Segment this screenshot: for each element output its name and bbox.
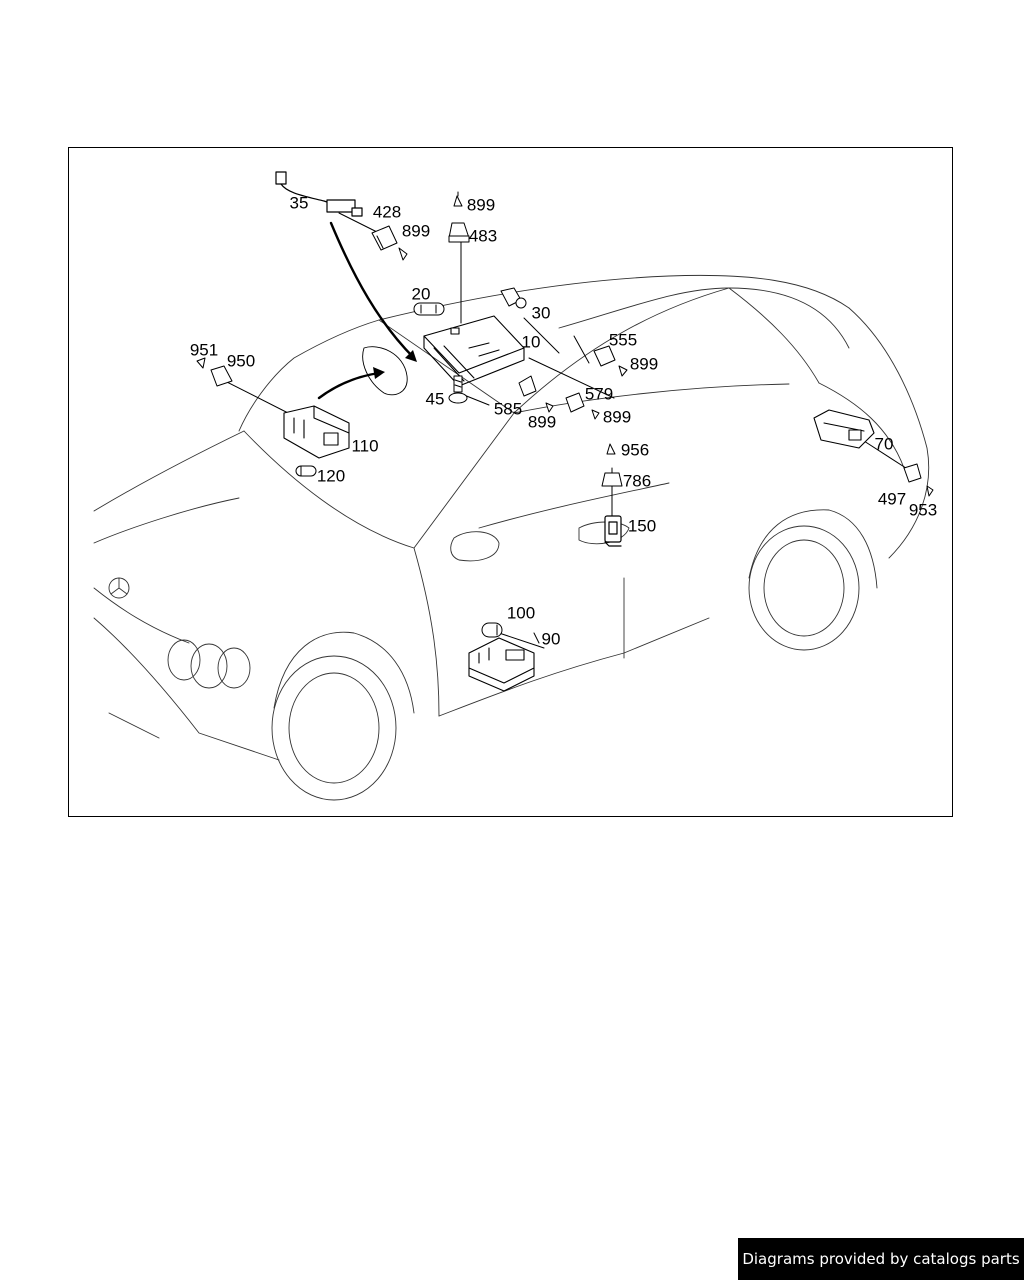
callout-585: 585 [493,399,523,419]
part-150-switch [604,515,622,547]
part-899-screw-d [545,402,554,413]
callout-30: 30 [531,303,551,323]
part-899-screw-top [453,191,463,207]
part-20-bulb [413,302,445,316]
callout-555: 555 [608,330,638,350]
callout-428: 428 [372,202,402,222]
callout-35: 35 [289,193,309,213]
arrow-lamp-to-mirror [317,371,381,400]
footer-credit-text: Diagrams provided by catalogs parts [742,1250,1020,1268]
callout-483: 483 [468,226,498,246]
callout-20: 20 [411,284,431,304]
part-899-screw-e [591,409,600,420]
callout-956: 956 [620,440,650,460]
callout-10: 10 [521,332,541,352]
callout-951: 951 [189,340,219,360]
part-483-connector [448,222,470,243]
part-30-bulb [500,287,527,309]
car-lighting-diagram [93,171,934,801]
footer-credit-banner: Diagrams provided by catalogs parts [738,1238,1024,1280]
part-956-screw [606,443,616,455]
part-497-connector [903,463,922,483]
callout-90: 90 [541,629,561,649]
callout-70: 70 [874,434,894,454]
part-899-screw-c [618,365,628,377]
part-100-bulb [481,622,503,638]
part-555-connector [593,345,616,367]
part-953-screw [926,485,934,497]
arrow-cable-to-unit [329,221,416,360]
direction-arrows [317,221,416,400]
part-585-connector [518,375,537,397]
diagram-frame: 35 428 899 899 483 20 30 10 555 899 951 … [68,147,953,817]
part-10-interior-lamp [423,315,525,387]
callout-786: 786 [622,471,652,491]
part-950-connector [210,365,233,387]
part-579-connector [565,392,585,413]
callout-120: 120 [316,466,346,486]
callout-579: 579 [584,384,614,404]
part-120-bulb [295,465,317,477]
callout-899-c: 899 [629,354,659,374]
callout-45: 45 [425,389,445,409]
part-786-connector [601,472,623,487]
part-45-bolt [448,375,468,404]
part-899-screw-a [398,247,408,261]
callout-899-a: 899 [401,221,431,241]
part-110-lamp-housing [283,405,350,459]
callout-497: 497 [877,489,907,509]
callout-953: 953 [908,500,938,520]
callout-899-b: 899 [466,195,496,215]
part-70-rear-lamp [813,409,875,449]
part-428-connector [371,225,398,251]
part-951-clip [196,357,206,369]
callout-950: 950 [226,351,256,371]
car-body-outline [93,274,930,801]
callout-100: 100 [506,603,536,623]
callout-899-e: 899 [602,407,632,427]
callout-110: 110 [351,436,379,456]
part-90-footwell-lamp [468,637,535,692]
callout-150: 150 [627,516,657,536]
callout-899-d: 899 [527,412,557,432]
part-35-cable [275,171,363,217]
